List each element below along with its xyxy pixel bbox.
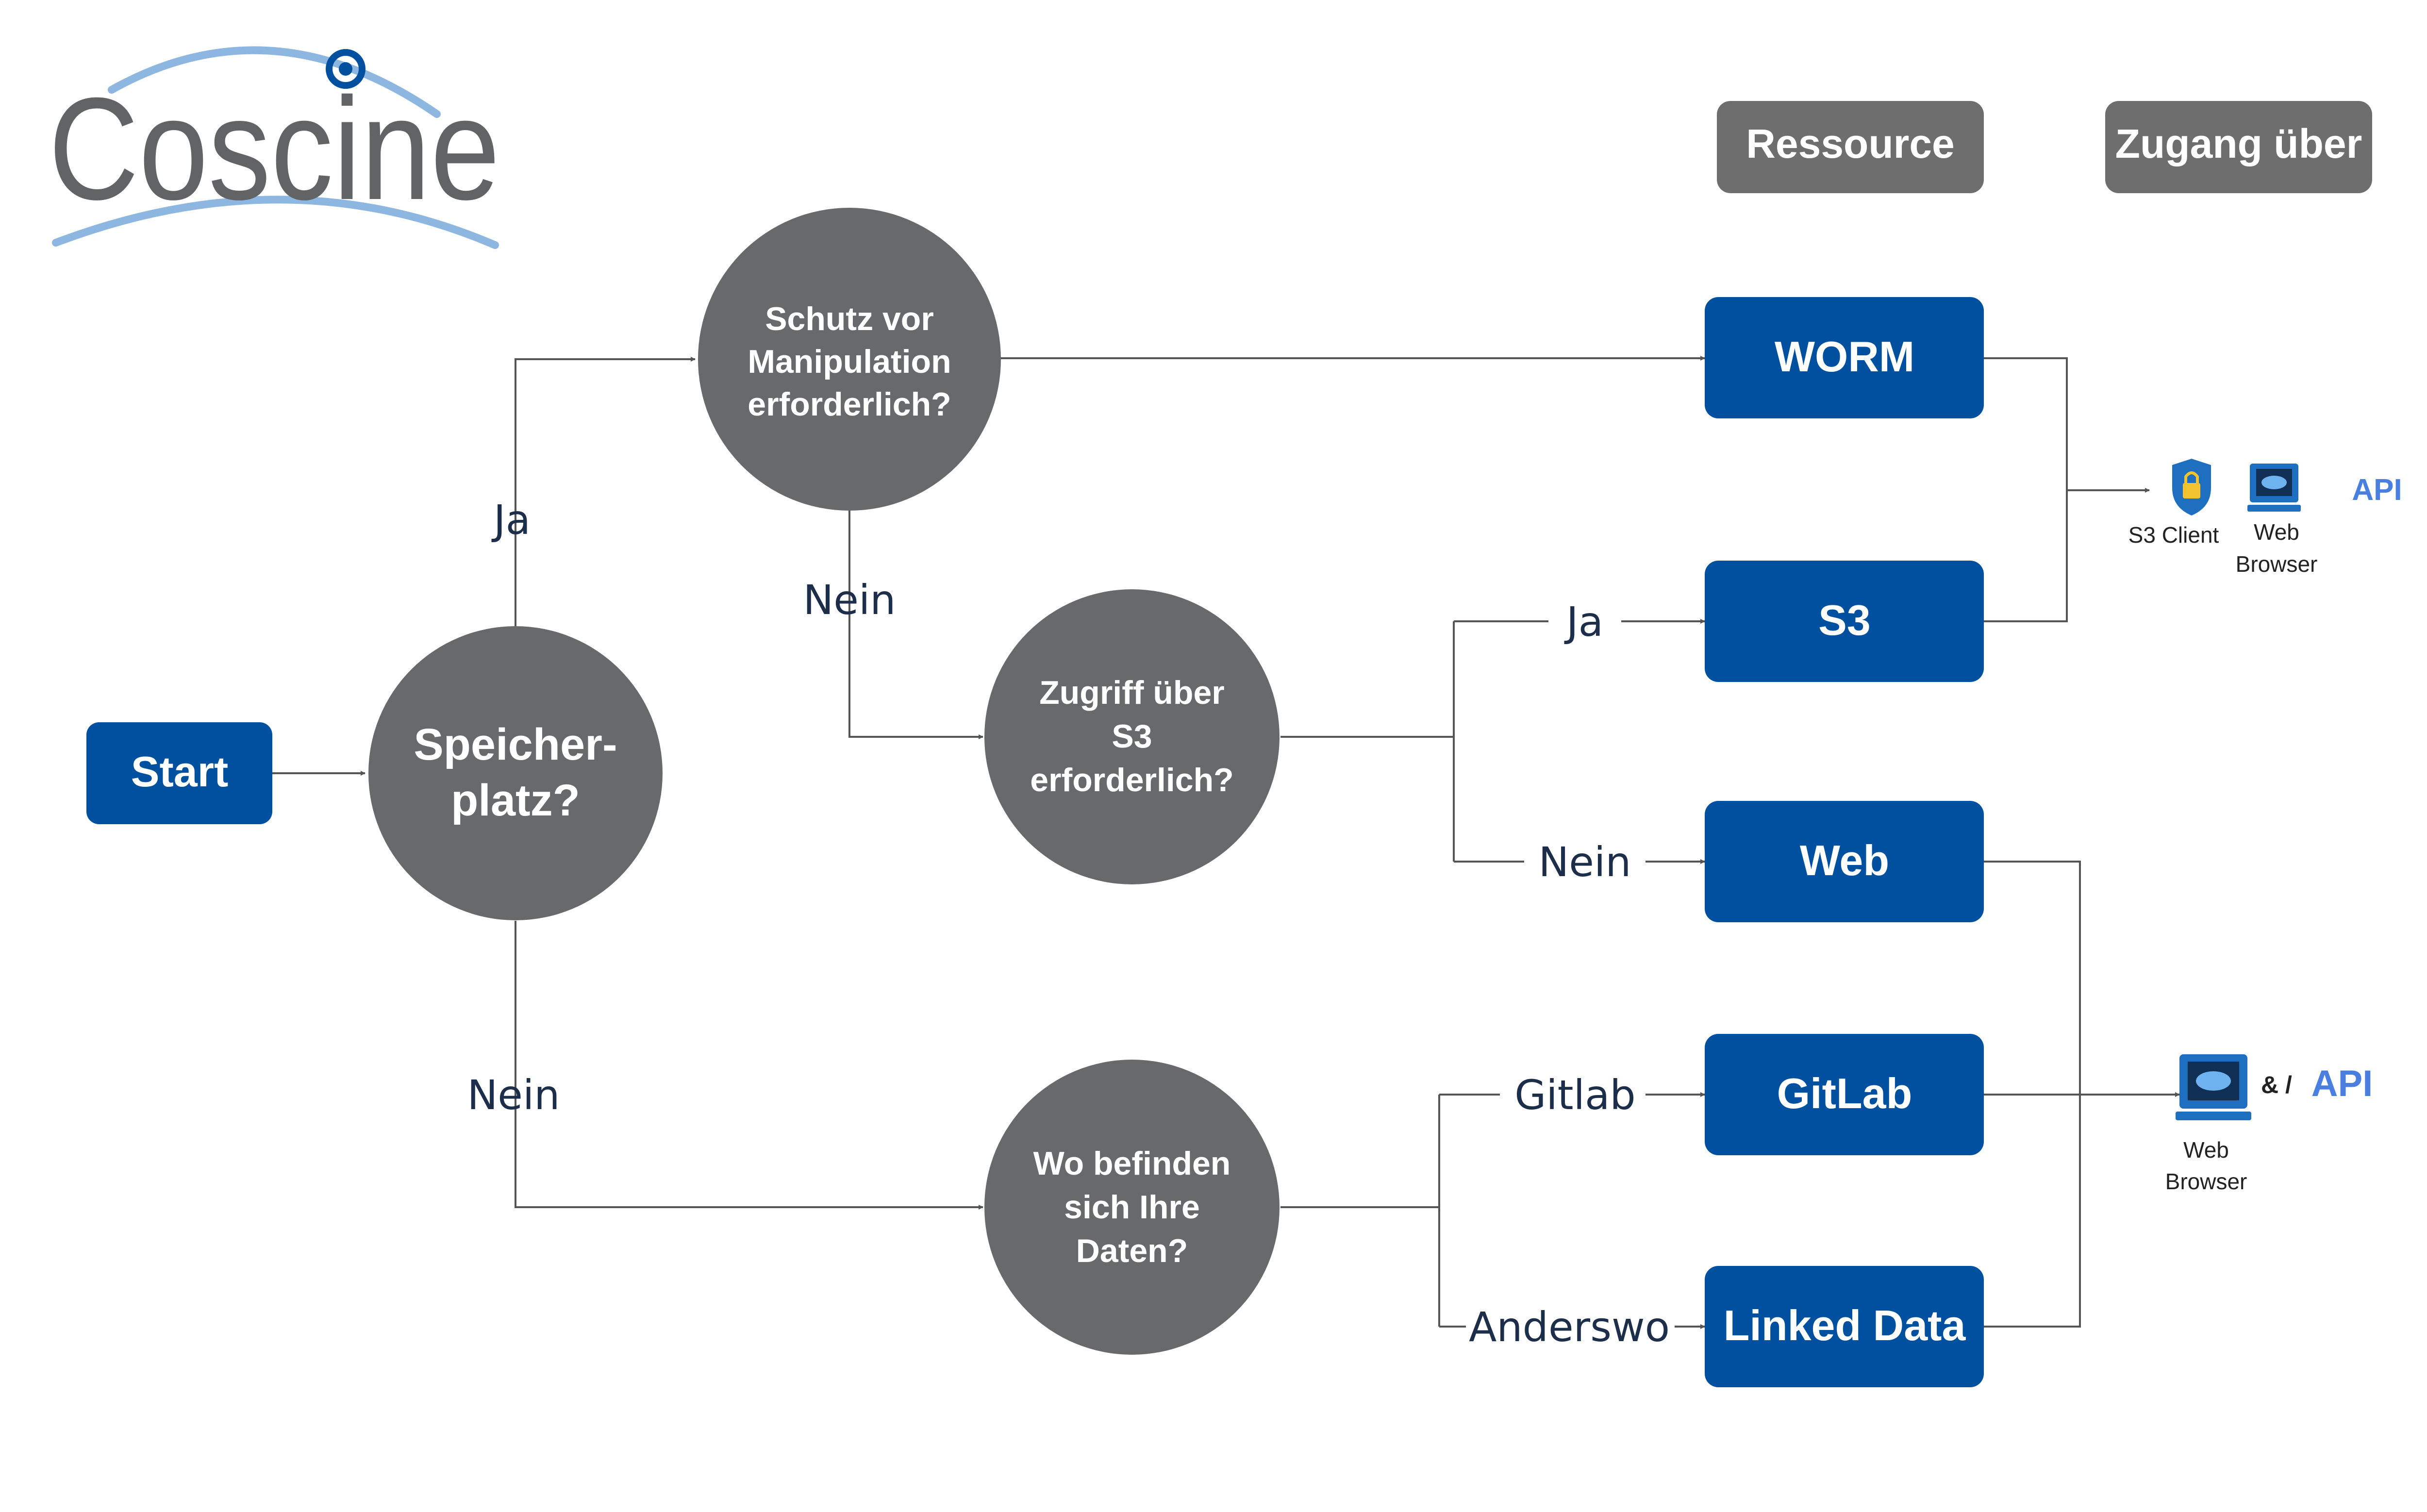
- svg-text:erforderlich?: erforderlich?: [748, 386, 951, 423]
- s3-client-label: S3 Client: [2128, 522, 2219, 548]
- shield-lock-icon: [2172, 459, 2211, 515]
- svg-text:S3: S3: [1112, 718, 1152, 755]
- svg-text:Daten?: Daten?: [1076, 1232, 1188, 1269]
- api-icon: API: [2352, 473, 2402, 507]
- edge-label-backgrounds: [1466, 599, 1675, 1348]
- svg-text:Zugang über: Zugang über: [2115, 121, 2362, 166]
- svg-text:erforderlich?: erforderlich?: [1030, 762, 1233, 798]
- resource-web: Web: [1705, 801, 1984, 922]
- resource-worm: WORM: [1705, 297, 1984, 418]
- svg-text:Linked Data: Linked Data: [1724, 1301, 1966, 1349]
- access-s3-group: S3 Client Web Browser API: [2128, 459, 2402, 577]
- web-browser-icon: [2247, 464, 2301, 512]
- resource-s3: S3: [1705, 561, 1984, 682]
- resource-linked-data: Linked Data: [1705, 1266, 1984, 1387]
- label-location-gitlab: Gitlab: [1514, 1071, 1636, 1119]
- header-resource: Ressource: [1717, 101, 1984, 193]
- logo-text: Coscine: [49, 67, 500, 230]
- svg-text:S3: S3: [1818, 596, 1871, 644]
- coscine-logo: Coscine: [49, 46, 500, 249]
- svg-text:Manipulation: Manipulation: [748, 343, 951, 380]
- svg-text:Schutz vor: Schutz vor: [765, 300, 934, 337]
- separator-text: & /: [2261, 1071, 2292, 1098]
- web-browser-label-line1: Web: [2183, 1137, 2229, 1163]
- svg-text:GitLab: GitLab: [1777, 1069, 1912, 1117]
- label-s3-no: Nein: [1538, 838, 1631, 886]
- svg-text:Web: Web: [1800, 836, 1889, 884]
- label-manipulation-no: Nein: [803, 576, 896, 624]
- decision-data-location: Wo befinden sich Ihre Daten?: [984, 1060, 1280, 1355]
- label-storage-yes: Ja: [491, 496, 531, 544]
- access-web-group: Web Browser & / API: [2165, 1054, 2373, 1194]
- label-storage-no: Nein: [467, 1071, 560, 1119]
- web-browser-icon-large: [2176, 1054, 2251, 1120]
- svg-text:Wo befinden: Wo befinden: [1033, 1145, 1231, 1182]
- web-browser-label-line2: Browser: [2236, 551, 2318, 577]
- web-browser-label-line1: Web: [2254, 519, 2299, 545]
- svg-text:Ressource: Ressource: [1746, 121, 1955, 166]
- svg-text:platz?: platz?: [451, 776, 580, 825]
- svg-text:sich Ihre: sich Ihre: [1064, 1189, 1200, 1226]
- label-location-elsewhere: Anderswo: [1469, 1303, 1670, 1351]
- svg-text:Zugriff über: Zugriff über: [1039, 674, 1225, 711]
- decision-s3-access: Zugriff über S3 erforderlich?: [984, 589, 1280, 884]
- web-browser-label-line2: Browser: [2165, 1169, 2247, 1194]
- svg-text:WORM: WORM: [1775, 332, 1914, 381]
- header-access: Zugang über: [2105, 101, 2372, 193]
- resource-gitlab: GitLab: [1705, 1034, 1984, 1155]
- svg-text:Start: Start: [131, 748, 229, 796]
- start-node: Start: [86, 722, 272, 824]
- decision-storage: Speicher- platz?: [368, 626, 663, 920]
- decision-manipulation: Schutz vor Manipulation erforderlich?: [698, 208, 1001, 511]
- api-icon: API: [2311, 1063, 2373, 1104]
- label-s3-yes: Ja: [1564, 598, 1603, 646]
- svg-text:Speicher-: Speicher-: [414, 720, 617, 769]
